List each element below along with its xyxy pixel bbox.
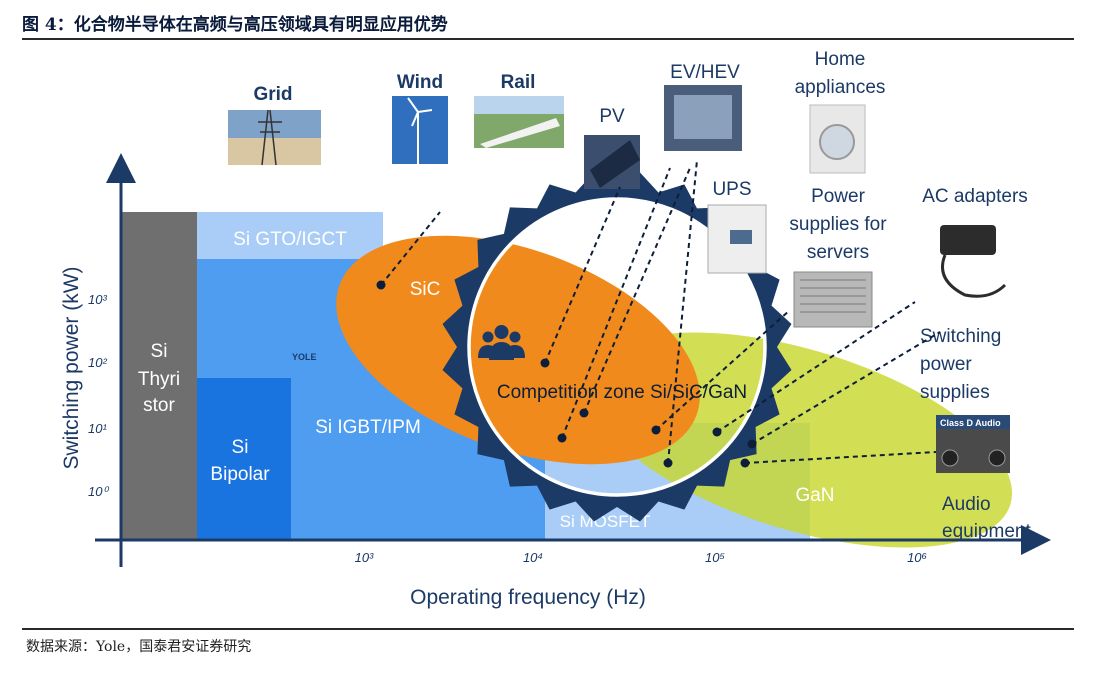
region-si-bipolar — [197, 378, 291, 540]
bottom-rule — [22, 628, 1074, 630]
app-label-ev-hev: EV/HEV — [670, 62, 740, 83]
figure-caption: 图 4：化合物半导体在高频与高压领域具有明显应用优势 — [22, 15, 448, 35]
class-d-audio-badge: Class D Audio — [940, 418, 1001, 428]
app-label-switching-psu-1: Switching — [920, 326, 1001, 347]
audio-equipment-image: Class D Audio — [936, 415, 1010, 473]
competition-zone-inner — [467, 197, 767, 497]
x-tick-10-3: 10³ — [355, 550, 374, 565]
diagram: YOLE Si GTO/IGCT Si Thyri stor Si Bipola… — [60, 49, 1051, 609]
ev-hev-image — [664, 85, 742, 151]
ac-adapter-image — [940, 225, 1007, 298]
app-label-server-psu-1: Power — [811, 186, 866, 207]
label-competition-zone: Competition zone Si/SiC/GaN — [497, 382, 747, 403]
label-si-gto: Si GTO/IGCT — [233, 229, 347, 250]
server-psu-image — [793, 271, 873, 328]
leader-lines — [380, 159, 941, 464]
leader-dots — [376, 280, 757, 468]
y-axis-label: Switching power (kW) — [60, 266, 83, 469]
pv-image — [584, 135, 640, 189]
app-label-switching-psu-3: supplies — [920, 382, 990, 403]
app-label-pv: PV — [599, 106, 625, 127]
label-si-bipolar-1: Si — [232, 437, 249, 458]
app-label-server-psu-2: supplies for — [789, 214, 887, 235]
label-si-bipolar-2: Bipolar — [210, 464, 270, 485]
wind-image — [392, 96, 448, 164]
app-label-ups: UPS — [712, 179, 751, 200]
x-tick-10-4: 10⁴ — [523, 550, 543, 565]
y-tick-10-1: 10¹ — [88, 421, 107, 436]
yole-watermark: YOLE — [292, 352, 317, 362]
region-si-thyristor — [121, 212, 197, 540]
source-note: 数据来源：Yole，国泰君安证券研究 — [26, 639, 252, 655]
app-label-audio-1: Audio — [942, 494, 991, 515]
people-group-icon — [478, 325, 525, 360]
app-label-switching-psu-2: power — [920, 354, 972, 375]
y-tick-10-3: 10³ — [88, 292, 107, 307]
label-gan: GaN — [795, 485, 834, 506]
x-axis-label: Operating frequency (Hz) — [410, 586, 646, 609]
label-si-igbt: Si IGBT/IPM — [315, 417, 421, 438]
x-tick-10-5: 10⁵ — [705, 550, 725, 565]
app-label-home-appliances-1: Home — [815, 49, 866, 70]
ups-image — [707, 204, 767, 274]
label-sic: SiC — [410, 279, 441, 300]
top-rule — [22, 38, 1074, 40]
app-label-ac-adapters: AC adapters — [922, 186, 1028, 207]
app-label-rail: Rail — [501, 72, 536, 93]
label-si-thyristor-3: stor — [143, 395, 175, 416]
app-label-wind: Wind — [397, 72, 443, 93]
x-tick-10-6: 10⁶ — [907, 550, 927, 565]
label-si-thyristor-2: Thyri — [138, 369, 180, 390]
grid-image — [228, 109, 321, 166]
label-si-mosfet: Si MOSFET — [560, 512, 651, 531]
app-label-grid: Grid — [253, 84, 292, 105]
y-tick-10-2: 10² — [88, 355, 107, 370]
app-label-home-appliances-2: appliances — [795, 77, 886, 98]
label-si-thyristor-1: Si — [151, 341, 168, 362]
rail-image — [474, 96, 564, 148]
app-label-audio-2: equipment — [942, 521, 1031, 542]
y-tick-10-0: 10⁰ — [88, 484, 109, 499]
app-label-server-psu-3: servers — [807, 242, 869, 263]
home-appliances-image — [809, 104, 866, 174]
